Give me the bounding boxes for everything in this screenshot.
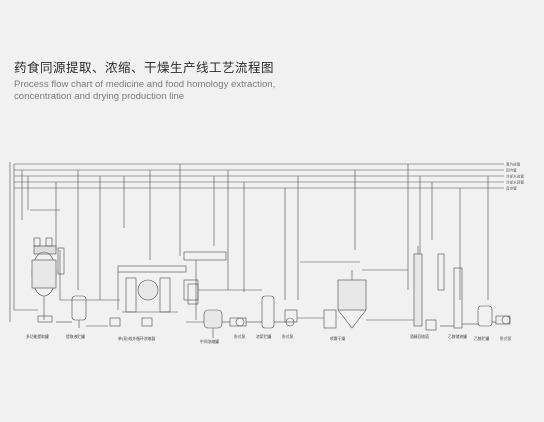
pump-3 — [495, 315, 511, 325]
legend-item: 蒸汽进管 — [506, 162, 521, 167]
process-lines — [14, 269, 496, 327]
external-circulation-concentrator — [109, 265, 199, 327]
pump — [229, 317, 247, 327]
label-eq7: 卧式泵 — [282, 334, 294, 339]
legend-item: 冷却水进管 — [506, 174, 524, 179]
label-eq3: 单(双)效外循环浓缩器 — [118, 336, 155, 341]
legend-item: 回汽管 — [506, 168, 517, 173]
label-eq10: 乙醇储液罐 — [448, 334, 467, 339]
equipment-labels: 多功能提取罐 提取液贮罐 单(双)效外循环浓缩器 中间浓缩罐 卧式泵 浓浆贮罐 … — [26, 334, 512, 344]
pump-2 — [284, 309, 298, 327]
spray-dryer — [300, 261, 367, 329]
label-eq2: 提取液贮罐 — [66, 334, 85, 339]
condenser — [183, 251, 227, 320]
paste-storage-tank — [261, 295, 275, 329]
utility-header-lines — [9, 162, 504, 322]
label-eq12: 卧式泵 — [500, 336, 512, 341]
label-eq8: 喷雾干燥 — [330, 336, 345, 341]
label-eq5: 卧式泵 — [234, 334, 246, 339]
label-eq11: 乙醇贮罐 — [474, 336, 489, 341]
ethanol-storage — [453, 267, 463, 329]
extraction-tank — [30, 209, 65, 323]
page-title: 药食同源提取、浓缩、干燥生产线工艺流程图 — [14, 60, 275, 75]
label-eq6: 浓浆贮罐 — [256, 334, 271, 339]
process-flow-diagram: 蒸汽进管 回汽管 冷却水进管 冷却水回管 真空管 — [9, 162, 524, 344]
label-eq1: 多功能提取罐 — [26, 334, 49, 339]
label-eq9: 酒精回收塔 — [410, 334, 429, 339]
ethanol-tank — [477, 305, 493, 327]
pipe-legend: 蒸汽进管 回汽管 冷却水进管 冷却水回管 真空管 — [506, 162, 524, 191]
alcohol-recovery-tower — [413, 246, 445, 331]
label-eq4: 中间浓缩罐 — [200, 339, 219, 344]
subtitle-line-1: Process flow chart of medicine and food … — [14, 79, 276, 90]
page-subtitle: Process flow chart of medicine and food … — [14, 79, 334, 103]
subtitle-line-2: concentration and drying production line — [14, 91, 185, 102]
legend-item: 冷却水回管 — [506, 180, 524, 185]
intermediate-tank — [203, 309, 223, 338]
extract-storage-tank — [71, 295, 87, 328]
legend-item: 真空管 — [506, 186, 517, 191]
